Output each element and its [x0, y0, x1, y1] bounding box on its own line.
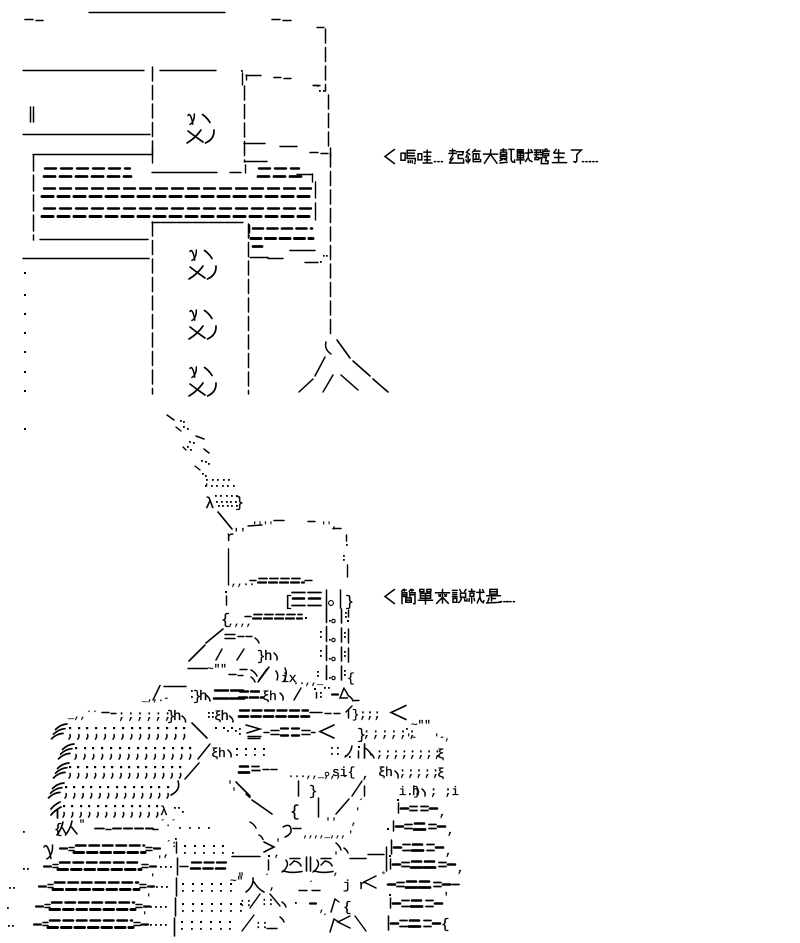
svg-text:´: ´ [322, 912, 328, 925]
svg-text:′: ′ [204, 483, 209, 493]
svg-text:λ: λ [160, 804, 168, 819]
svg-text:ξ: ξ [214, 709, 222, 724]
svg-text:~″″: ~″″ [207, 664, 227, 676]
svg-text:{: { [221, 612, 230, 629]
svg-text:~″: ~″ [230, 876, 243, 888]
svg-text:,: , [447, 824, 454, 838]
svg-text:´: ´ [358, 797, 364, 810]
svg-text:;;;;;: ;;;;; [399, 766, 440, 780]
svg-text:′: ′ [231, 787, 237, 799]
svg-text:,: , [351, 817, 357, 828]
svg-text:h: h [221, 709, 229, 725]
svg-text:′: ′ [157, 855, 162, 865]
svg-text:′: ′ [355, 807, 360, 817]
svg-text:;;;;;;: ;;;;;; [118, 709, 173, 723]
svg-text:j r: j r [343, 878, 366, 893]
svg-text:~″″: ~″″ [411, 720, 431, 732]
svg-text:{: { [441, 917, 449, 933]
svg-text:′: ′ [443, 892, 450, 904]
svg-text:h: h [412, 784, 420, 799]
svg-text:}: } [235, 495, 244, 512]
svg-text:´: ´ [380, 870, 386, 883]
svg-text:_,,.-: _,,.- [141, 694, 169, 704]
svg-text:ξ: ξ [437, 747, 445, 762]
svg-text:::: :: [261, 897, 274, 909]
svg-text:′: ′ [348, 830, 353, 840]
svg-text:′: ′ [227, 780, 233, 792]
svg-text:r: r [226, 530, 234, 546]
svg-text:ξ: ξ [437, 766, 445, 781]
svg-text:h: h [173, 709, 181, 725]
svg-text:,: , [445, 845, 452, 859]
svg-text:; ;i: ; ;i [430, 785, 459, 799]
svg-text:{: { [290, 803, 300, 821]
svg-text:,: , [362, 768, 369, 782]
svg-text:′-,: ′-, [434, 733, 450, 743]
svg-text:...,,_,,,.: ...,,_,,,. [288, 770, 348, 781]
svg-text:,: , [439, 806, 446, 820]
svg-text:,: , [319, 904, 325, 915]
svg-text:,: , [274, 849, 280, 860]
svg-text:::: :: [239, 898, 252, 910]
svg-text:h: h [269, 689, 277, 704]
svg-text:,: , [333, 867, 339, 878]
svg-text:'''': '''' [252, 521, 274, 531]
svg-text:::: :: [255, 920, 268, 932]
svg-text:ξ: ξ [262, 689, 270, 704]
svg-text:´.´: ´.´ [160, 819, 176, 829]
svg-text:_,,´´: _,,´´ [67, 709, 98, 722]
svg-text:′: ′ [275, 838, 281, 850]
svg-text:′-: ′- [406, 733, 417, 743]
svg-text:ix: ix [281, 671, 297, 686]
svg-text:′: ′ [142, 911, 147, 921]
svg-text:´: ´ [264, 872, 270, 885]
svg-text:}: } [167, 709, 175, 725]
svg-text:}: } [257, 649, 265, 665]
svg-text:ξ: ξ [378, 765, 386, 780]
svg-text:..,,_: ..,,_ [293, 677, 324, 688]
svg-text:´:: ´: [166, 840, 177, 850]
svg-text:′′,: ′′, [321, 521, 337, 531]
svg-text:,,..: ,,.. [231, 578, 255, 589]
svg-text:si{: si{ [332, 765, 355, 780]
svg-text:´: ´ [308, 879, 314, 892]
svg-text:,: , [457, 862, 464, 876]
svg-text:′: ′ [333, 851, 339, 863]
svg-text:h: h [385, 765, 393, 780]
svg-text:}: } [357, 727, 366, 744]
svg-text:}: } [345, 594, 354, 611]
svg-text:h: h [218, 746, 226, 761]
svg-text:,: , [163, 848, 170, 860]
svg-text:λ: λ [205, 495, 215, 513]
svg-text:′: ′ [150, 873, 155, 883]
svg-text:;;;;;;;;: ;;;;;;;; [376, 747, 442, 761]
svg-text:[: [ [284, 594, 293, 611]
svg-text:,,,,_,,,: ,,,,_,,, [303, 830, 346, 840]
svg-text:h: h [264, 649, 272, 665]
svg-text:};;;: };;; [352, 708, 381, 722]
svg-text:'': '' [233, 528, 246, 540]
svg-text:´: ´ [381, 871, 387, 884]
svg-text:h: h [199, 689, 207, 705]
svg-text:}: } [193, 689, 201, 705]
svg-text:;;;;;;: ;;;;;; [363, 727, 418, 741]
svg-text:{: { [343, 900, 351, 916]
svg-text:{: { [54, 822, 62, 838]
svg-text:i.}: i.} [399, 785, 421, 799]
svg-text:{: { [347, 671, 355, 686]
svg-text:″: ″ [79, 819, 85, 831]
svg-text:,: , [269, 881, 276, 893]
svg-text:′: ′ [146, 893, 151, 903]
svg-text:ξ: ξ [211, 746, 219, 761]
svg-text:,,,,: ,,,, [228, 618, 252, 629]
svg-text:″: ″ [238, 872, 244, 884]
svg-text:′′: ′′ [325, 817, 337, 829]
svg-text:}: } [309, 784, 317, 800]
